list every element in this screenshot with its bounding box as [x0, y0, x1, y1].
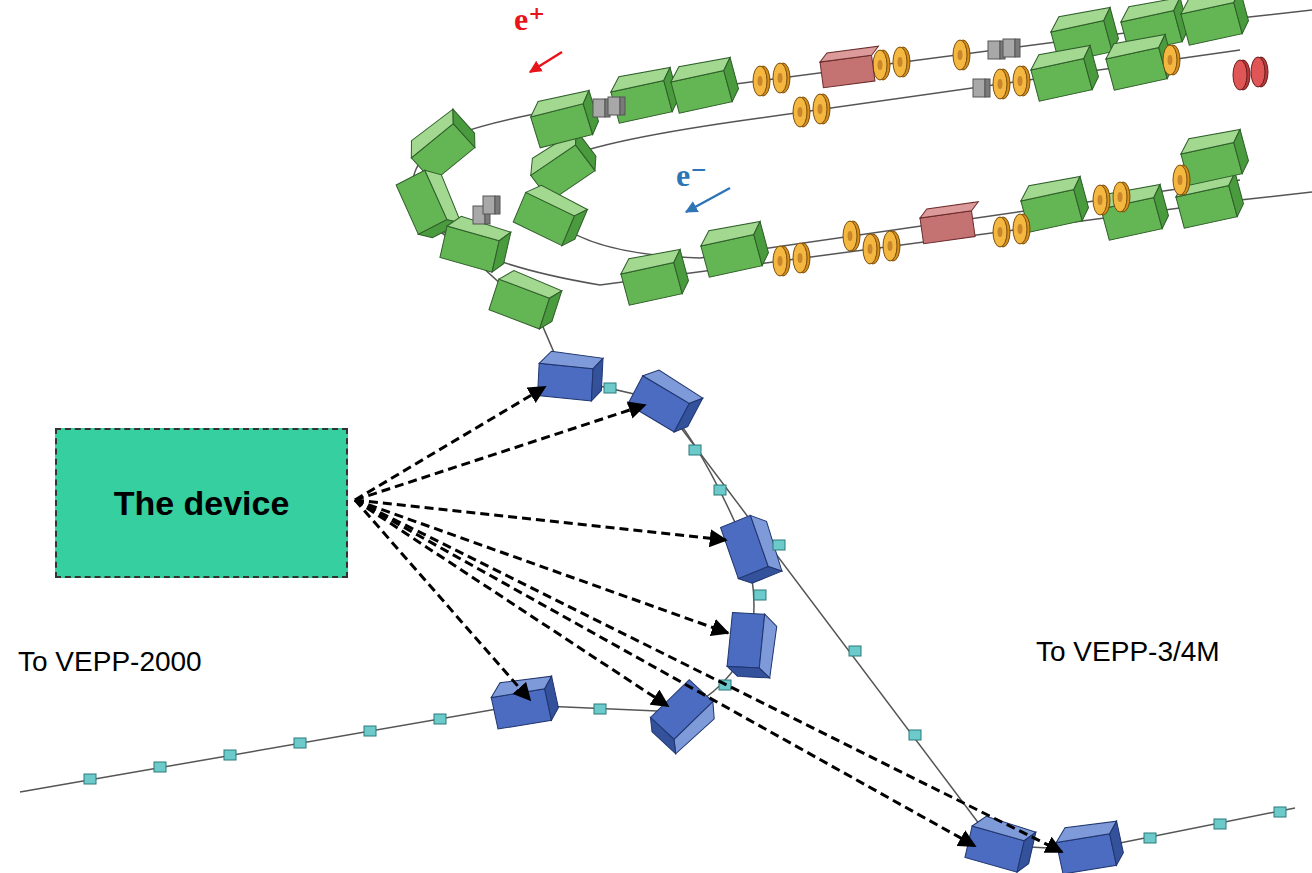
electron-label: e⁻ [676, 156, 707, 194]
positron-direction-arrow [530, 52, 562, 72]
transfer-lines [20, 210, 1295, 850]
device-box: The device [55, 428, 348, 578]
device-label: The device [114, 484, 290, 523]
positron-label: e⁺ [514, 0, 545, 38]
transfer-magnets [84, 348, 1286, 873]
ring-beamlines [413, 10, 1312, 285]
ring-magnets [395, 0, 1268, 336]
device-leader-arrows [355, 387, 1062, 852]
destination-label: To VEPP-2000 [18, 646, 202, 678]
destination-label: To VEPP-3/4M [1036, 636, 1220, 668]
